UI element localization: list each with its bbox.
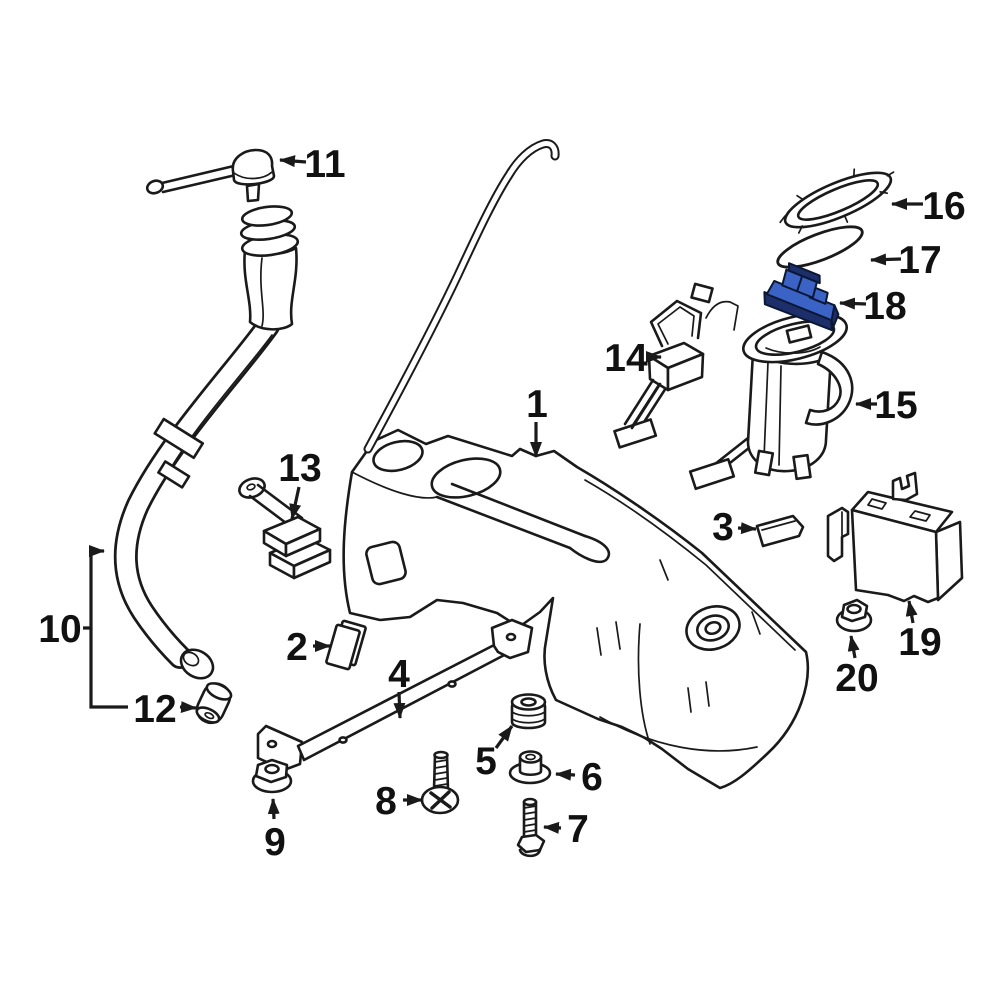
- float-arms: [613, 372, 756, 491]
- strap-part-4: [256, 618, 534, 772]
- callout-arrow-4: [393, 691, 406, 719]
- callout-label-1[interactable]: 1: [526, 383, 548, 426]
- grommet-part-12: [195, 682, 233, 725]
- callout-label-3[interactable]: 3: [712, 506, 734, 549]
- callout-arrow-18: [839, 297, 867, 310]
- pad-part-2: [325, 619, 367, 671]
- callout-arrow-11: [279, 155, 307, 168]
- callout-label-18[interactable]: 18: [863, 285, 906, 328]
- callout-label-19[interactable]: 19: [898, 621, 941, 664]
- callout-label-16[interactable]: 16: [922, 185, 965, 228]
- level-sensor-part-14: [623, 282, 739, 430]
- callout-arrow-13: [289, 486, 302, 520]
- callout-arrow-20: [847, 635, 860, 659]
- callout-arrow-19: [905, 600, 918, 624]
- wedge-part-3: [755, 514, 805, 548]
- callout-label-5[interactable]: 5: [475, 740, 497, 783]
- callout-arrow-12: [179, 701, 197, 714]
- bolt-part-7: [516, 797, 546, 858]
- callout-arrow-9: [267, 798, 280, 820]
- flange-cover-part-18: [763, 262, 840, 332]
- callout-arrow-7: [543, 821, 562, 834]
- callout-label-10[interactable]: 10: [38, 608, 81, 651]
- callout-arrow-17: [870, 253, 902, 266]
- vent-pipe: [363, 139, 560, 454]
- callout-label-9[interactable]: 9: [264, 821, 286, 864]
- callout-label-11[interactable]: 11: [304, 143, 345, 186]
- fuel-pump-part-15: [742, 312, 854, 481]
- callout-label-4[interactable]: 4: [388, 653, 410, 696]
- control-module-part-19: [826, 471, 964, 604]
- lock-ring-part-16: [779, 168, 895, 234]
- fuel-cap-part-11: [145, 148, 276, 203]
- callout-arrow-3: [737, 522, 757, 535]
- callout-arrow-6: [555, 768, 576, 781]
- bushing-part-6: [508, 750, 552, 785]
- callout-label-15[interactable]: 15: [874, 384, 917, 427]
- callout-label-14[interactable]: 14: [604, 337, 648, 380]
- callout-arrow-10: [89, 628, 128, 709]
- callout-arrow-5: [494, 725, 514, 749]
- callout-label-13[interactable]: 13: [278, 447, 321, 490]
- bracket-part-13: [238, 477, 332, 580]
- callout-label-2[interactable]: 2: [286, 626, 308, 669]
- fuel-tank-part-1: [342, 428, 810, 790]
- filler-pipe-part-10: [113, 205, 300, 680]
- nut-part-9: [251, 758, 293, 794]
- nut-part-20: [835, 598, 873, 633]
- screw-part-8: [420, 750, 460, 815]
- bushing-part-5: [510, 693, 547, 730]
- callout-label-12[interactable]: 12: [133, 688, 176, 731]
- callout-label-17[interactable]: 17: [898, 239, 941, 282]
- callout-label-20[interactable]: 20: [835, 657, 878, 700]
- callout-label-6[interactable]: 6: [581, 756, 603, 799]
- seal-part-17: [776, 225, 864, 269]
- callout-label-7[interactable]: 7: [567, 808, 589, 851]
- callout-label-8[interactable]: 8: [375, 780, 397, 823]
- callout-arrow-10: [83, 545, 105, 630]
